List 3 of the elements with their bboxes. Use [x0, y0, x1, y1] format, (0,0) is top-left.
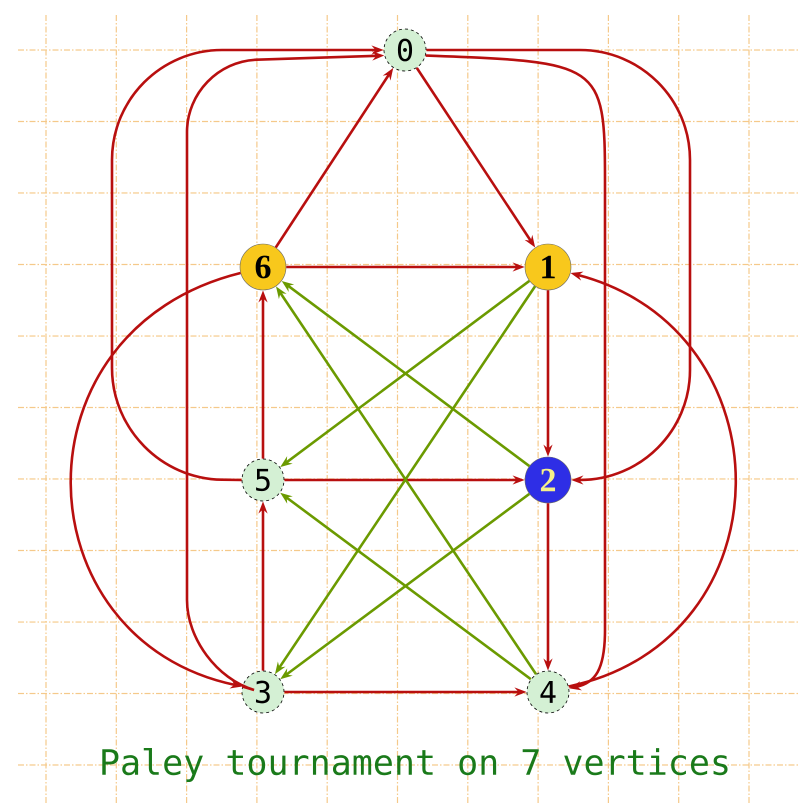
caption: Paley tournament on 7 vertices	[102, 748, 728, 782]
arrow	[426, 48, 692, 485]
arrow	[426, 54, 606, 690]
